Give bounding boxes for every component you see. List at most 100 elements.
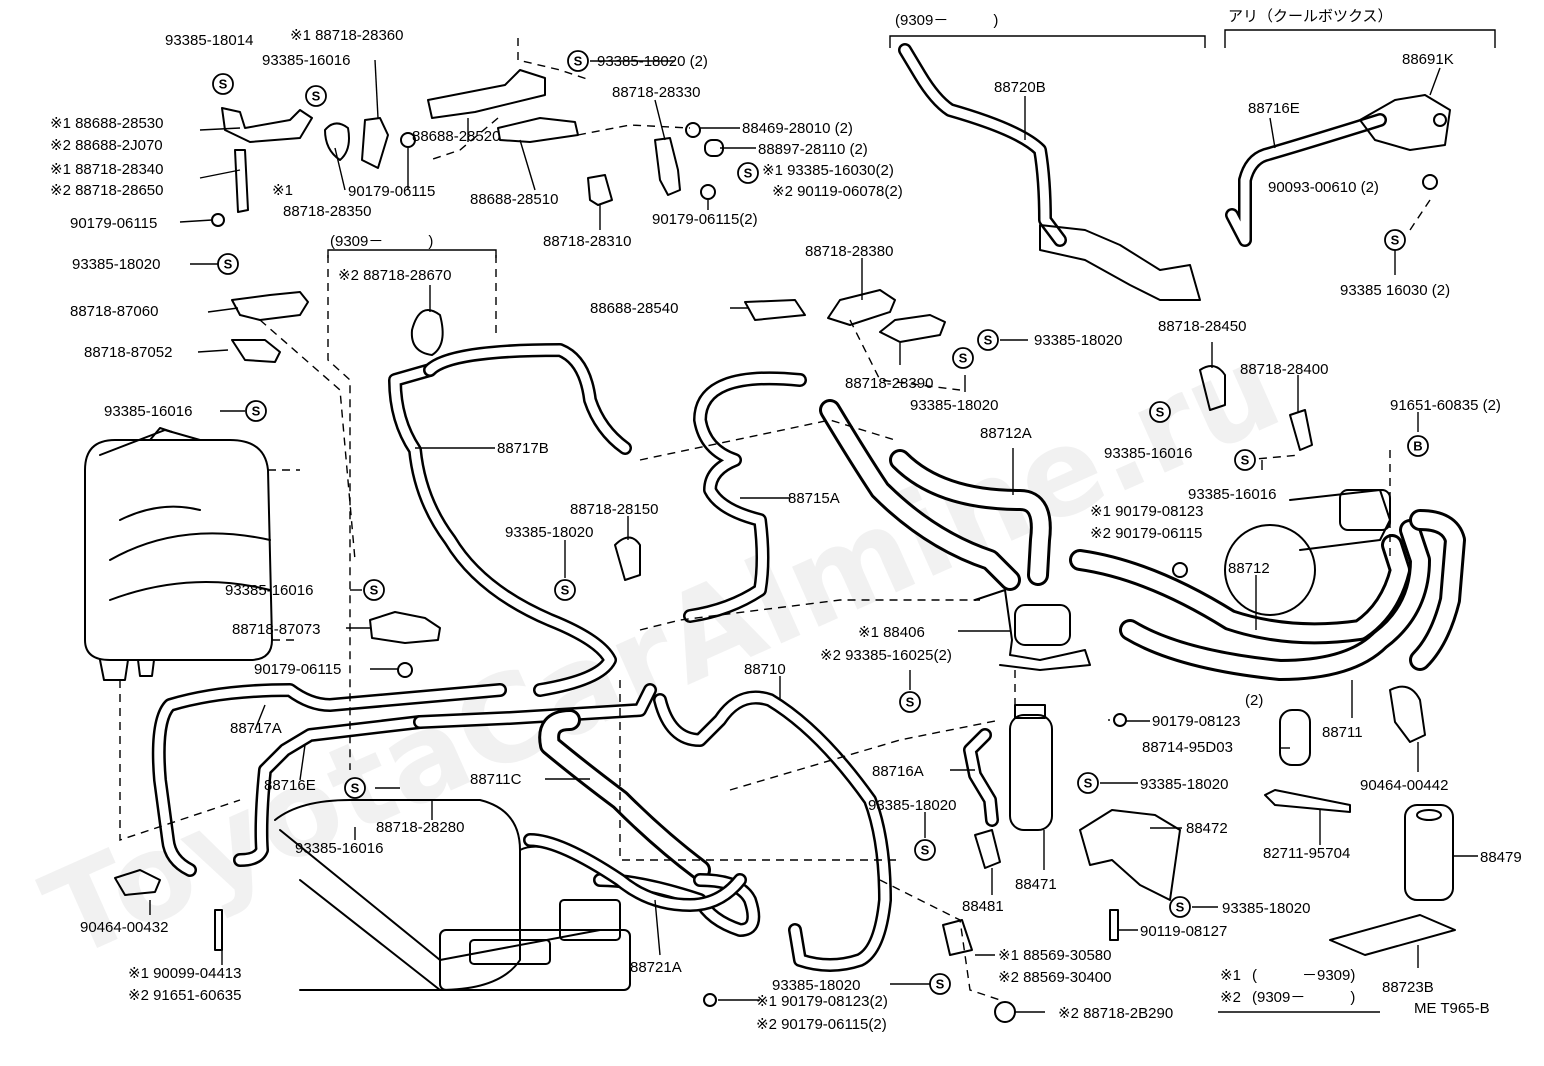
- symbol-s: S: [245, 400, 267, 422]
- symbol-s: S: [1077, 772, 1099, 794]
- part-label: 88718-28400: [1240, 361, 1328, 378]
- legend-mark-2: ※2: [1220, 989, 1241, 1006]
- part-label: 88718-28150: [570, 501, 658, 518]
- part-label: 88479: [1480, 849, 1522, 866]
- bracket-label-9309-mid: (9309－ ): [330, 233, 433, 250]
- part-label: 91651-60835 (2): [1390, 397, 1501, 414]
- part-label: ※1 88406: [858, 624, 925, 641]
- symbol-s: S: [1149, 401, 1171, 423]
- part-label: ※2 88718-28650: [50, 182, 164, 199]
- part-label: 88715A: [788, 490, 840, 507]
- part-label: 93385-18014: [165, 32, 253, 49]
- part-label: 90179-06115: [70, 215, 157, 232]
- part-label: ※2 90119-06078(2): [772, 183, 903, 200]
- svg-text:S: S: [906, 695, 915, 710]
- part-label: 88472: [1186, 820, 1228, 837]
- part-label: ※2 93385-16025(2): [820, 647, 952, 664]
- part-label: 90179-06115: [254, 661, 341, 678]
- diagram-code: ME T965-B: [1414, 1000, 1490, 1017]
- variant-bracket-lines: [327, 29, 1496, 1013]
- svg-text:S: S: [219, 77, 228, 92]
- part-label: ※1 93385-16030(2): [762, 162, 894, 179]
- symbol-s: S: [899, 691, 921, 713]
- part-label: 88718-28280: [376, 819, 464, 836]
- part-label: 93385-18020: [1222, 900, 1310, 917]
- part-label: 93385-18020: [772, 977, 860, 994]
- part-label: 88712A: [980, 425, 1032, 442]
- part-labels: (9309－ ) アリ（クールボツクス） (9309－ ) 93385-1801…: [50, 8, 1522, 1033]
- symbol-s: S: [217, 253, 239, 275]
- bracket-label-9309-top: (9309－ ): [895, 12, 998, 29]
- svg-text:S: S: [370, 583, 379, 598]
- symbol-s: S: [344, 777, 366, 799]
- part-label: 93385-18020: [1034, 332, 1122, 349]
- part-label: 90179-06115: [348, 183, 435, 200]
- svg-text:S: S: [312, 89, 321, 104]
- part-label: 88711: [1322, 724, 1363, 741]
- svg-text:S: S: [959, 351, 968, 366]
- svg-text:S: S: [561, 583, 570, 598]
- bracket-label-cool-box: アリ（クールボツクス）: [1228, 8, 1393, 25]
- pipes: [151, 43, 1466, 972]
- part-label: 88471: [1015, 876, 1057, 893]
- symbol-b: B: [1407, 435, 1429, 457]
- part-label: 93385-18020 (2): [597, 53, 708, 70]
- part-label: 93385-16016: [1188, 486, 1276, 503]
- part-label: 93385 16030 (2): [1340, 282, 1450, 299]
- part-label: 93385-16016: [262, 52, 350, 69]
- part-label: 88710: [744, 661, 786, 678]
- part-label: ※2 88688-2J070: [50, 137, 163, 154]
- part-label: ※1: [272, 182, 293, 199]
- part-label: 88897-28110 (2): [758, 141, 868, 158]
- svg-text:B: B: [1413, 439, 1422, 454]
- part-label: 90119-08127: [1140, 923, 1227, 940]
- symbol-s: S: [977, 329, 999, 351]
- part-label: 82711-95704: [1263, 845, 1350, 862]
- cooling-unit: [84, 427, 300, 681]
- part-label: 88688-28540: [590, 300, 678, 317]
- symbol-s: S: [1384, 229, 1406, 251]
- svg-text:S: S: [1084, 776, 1093, 791]
- svg-text:S: S: [921, 843, 930, 858]
- part-label: 88716E: [1248, 100, 1300, 117]
- part-label: ※2 91651-60635: [128, 987, 242, 1004]
- part-label: 93385-18020: [72, 256, 160, 273]
- svg-text:S: S: [351, 781, 360, 796]
- part-label: 88723B: [1382, 979, 1434, 996]
- part-label: ※2 90179-06115(2): [756, 1016, 887, 1033]
- symbol-s: S: [914, 839, 936, 861]
- part-label: 88712: [1228, 560, 1270, 577]
- part-label: 88688-28510: [470, 191, 558, 208]
- svg-text:S: S: [252, 404, 261, 419]
- legend-range-2: (9309－ ): [1252, 989, 1355, 1006]
- symbol-s: S: [952, 347, 974, 369]
- symbol-s: S: [929, 973, 951, 995]
- legend-mark-1: ※1: [1220, 967, 1241, 984]
- leader-lines: [149, 59, 1478, 1013]
- svg-text:S: S: [984, 333, 993, 348]
- part-label: 93385-18020: [1140, 776, 1228, 793]
- part-label: ※1 88718-28340: [50, 161, 164, 178]
- part-label: ※1 90099-04413: [128, 965, 242, 982]
- symbol-s: S: [212, 73, 234, 95]
- part-label: 88716E: [264, 777, 316, 794]
- symbol-s: S: [567, 50, 589, 72]
- part-label: ※1 90179-08123(2): [756, 993, 888, 1010]
- svg-text:S: S: [936, 977, 945, 992]
- part-label: 88718-28380: [805, 243, 893, 260]
- part-label: 88718-28310: [543, 233, 631, 250]
- part-label: 88688-28520: [412, 128, 500, 145]
- part-label: 88718-28450: [1158, 318, 1246, 335]
- symbol-s: S: [1169, 896, 1191, 918]
- condenser: [274, 799, 631, 991]
- circled-symbols: S S S S S S S S S S S B S S S S S S S S: [212, 50, 1429, 995]
- part-label: ※2 88569-30400: [998, 969, 1112, 986]
- part-label: 93385-18020: [868, 797, 956, 814]
- part-label: 88718-28350: [283, 203, 371, 220]
- part-label: 88718-28330: [612, 84, 700, 101]
- part-label: 93385-16016: [295, 840, 383, 857]
- part-label: 88718-87073: [232, 621, 320, 638]
- part-label: 90464-00442: [1360, 777, 1448, 794]
- part-label: 93385-16016: [225, 582, 313, 599]
